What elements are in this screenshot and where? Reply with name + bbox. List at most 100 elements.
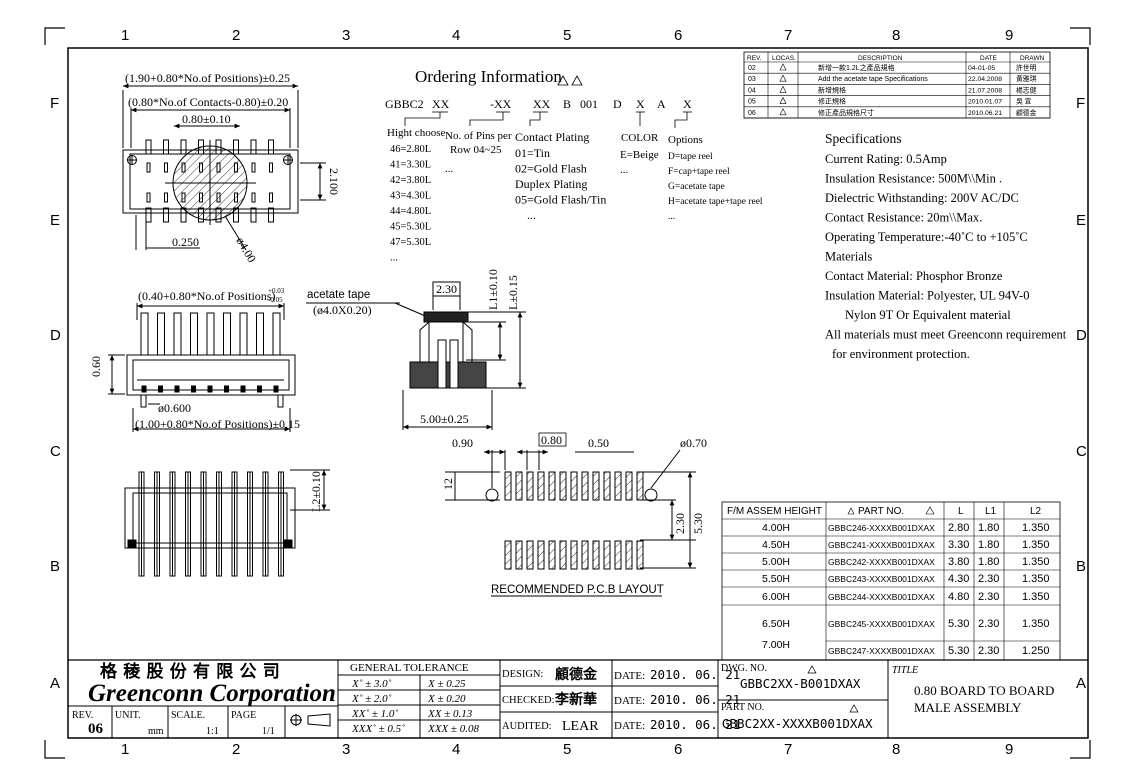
rev-date: 21.07.2008 — [968, 87, 1002, 94]
part-header: F/M ASSEM HEIGHT — [727, 506, 822, 517]
part-header: PART NO. — [858, 506, 904, 517]
ordering-information: Ordering Information GBBC2 XX -XX XX B 0… — [385, 67, 763, 264]
contact-blade — [272, 312, 281, 356]
rev-label: REV. — [72, 710, 93, 721]
code-part: XX — [432, 97, 450, 111]
pcb-pad — [614, 471, 622, 501]
option-item: G=acetate tape — [668, 182, 725, 192]
pcb-label: RECOMMENDED P.C.B LAYOUT — [491, 584, 664, 596]
contact-pin — [146, 192, 151, 203]
revision-triangle-icon — [779, 63, 787, 71]
pcb-pad — [603, 540, 611, 570]
contact-pin — [163, 207, 169, 223]
pcb-pad — [515, 540, 523, 570]
dim-l2: 1.350 — [1022, 522, 1050, 534]
dim-l1: 2.30 — [978, 645, 999, 657]
dim-090: 0.90 — [452, 436, 473, 450]
dim-l1: 1.80 — [978, 539, 999, 551]
basic-dim-box — [538, 432, 567, 447]
contact-pin — [164, 192, 168, 203]
column-label: 6 — [674, 741, 682, 758]
code-part: -XX — [490, 97, 512, 111]
rev-number: 05 — [748, 99, 756, 106]
revision-triangle-icon — [847, 507, 855, 515]
top-view-dims: (1.90+0.80*No.of Positions)±0.25 (0.80*N… — [125, 71, 341, 265]
contact-pin — [268, 207, 274, 223]
tolerance-angle: X˚ ± 2.0˚ — [351, 693, 392, 705]
row-label: A — [50, 675, 60, 692]
unit-value: mm — [148, 726, 164, 737]
checked-label: CHECKED: — [502, 695, 555, 706]
contact-foot — [191, 385, 196, 393]
height-option: 43=4.30L — [390, 191, 431, 202]
tolerance-linear: XX ± 0.13 — [427, 708, 473, 720]
rev-header: LOCAS. — [772, 55, 796, 62]
rev-header: DESCRIPTION — [858, 55, 903, 62]
title-label: TITLE — [892, 665, 918, 676]
code-part: D — [613, 97, 622, 111]
pcb-pad — [592, 540, 600, 570]
contact-pin — [250, 207, 257, 223]
column-label: 3 — [342, 741, 350, 758]
assem-height: 6.00H — [762, 591, 790, 603]
rev-number: 02 — [748, 65, 756, 72]
contact-pin — [164, 162, 168, 173]
dim-l2: 1.350 — [1022, 618, 1050, 630]
rev-header: REV. — [747, 55, 762, 62]
dim-l: 3.30 — [948, 539, 969, 551]
contact-pin — [145, 139, 152, 155]
revision-triangle-icon — [779, 85, 787, 93]
column-label: 1 — [121, 741, 129, 758]
height-option: 44=4.80L — [390, 206, 431, 217]
date-label: DATE: — [614, 695, 645, 707]
company-cn: 格 稜 股 份 有 限 公 司 — [100, 661, 281, 681]
column-label: 3 — [342, 27, 350, 44]
column-label: 9 — [1005, 741, 1013, 758]
date-value: 2010. 06. 21 — [650, 717, 740, 732]
contact-foot — [273, 385, 279, 393]
pcb-pad — [548, 540, 556, 570]
tolerance-linear: X ± 0.25 — [427, 678, 466, 690]
option-item: F=cap+tape reel — [668, 167, 730, 177]
height-option: 45=5.30L — [390, 222, 431, 233]
pcb-pad — [515, 471, 523, 501]
code-part: B — [563, 97, 571, 111]
part-value: GBBC2XX-XXXXB001DXAX — [722, 716, 873, 731]
part-header: L — [958, 506, 964, 517]
column-label: 9 — [1005, 27, 1013, 44]
part-number: GBBC245-XXXXB001DXAX — [828, 619, 935, 629]
code-part: GBBC2 — [385, 97, 424, 111]
pins-more: ... — [445, 163, 454, 175]
code-part: A — [657, 97, 666, 111]
side-view-drawing — [108, 303, 296, 432]
dim-050: 0.50 — [588, 436, 609, 450]
pins-header: No. of Pins per — [445, 130, 512, 142]
rev-drawn: 許世明 — [1016, 63, 1037, 72]
pcb-pad — [592, 471, 600, 501]
dim-l2: L2±0.10 — [309, 471, 323, 512]
row-label: B — [1076, 558, 1086, 575]
scale-value: 1:1 — [206, 726, 219, 737]
dim-l2: 1.250 — [1022, 645, 1050, 657]
rev-drawn: 顧德金 — [1016, 108, 1037, 117]
color-option: ... — [620, 164, 629, 176]
row-label: C — [50, 443, 61, 460]
assem-height: 4.50H — [762, 539, 790, 551]
audited-name: LEAR — [562, 719, 599, 734]
code-part: X — [636, 97, 645, 111]
column-label: 7 — [784, 741, 792, 758]
height-option: ... — [390, 253, 398, 264]
title-block — [68, 659, 1088, 738]
assem-height: 7.00H — [762, 639, 790, 651]
row-label: F — [1076, 95, 1085, 112]
part-header: L2 — [1030, 506, 1042, 517]
dim-l1: 2.30 — [978, 618, 999, 630]
part-label: PART NO. — [721, 702, 764, 713]
dim-080: 0.80 — [541, 433, 562, 447]
rev-number: 04 — [748, 87, 756, 94]
plating-option: 02=Gold Flash — [515, 162, 587, 176]
contact-foot — [174, 385, 180, 393]
rev-header: DRAWN — [1020, 55, 1045, 62]
